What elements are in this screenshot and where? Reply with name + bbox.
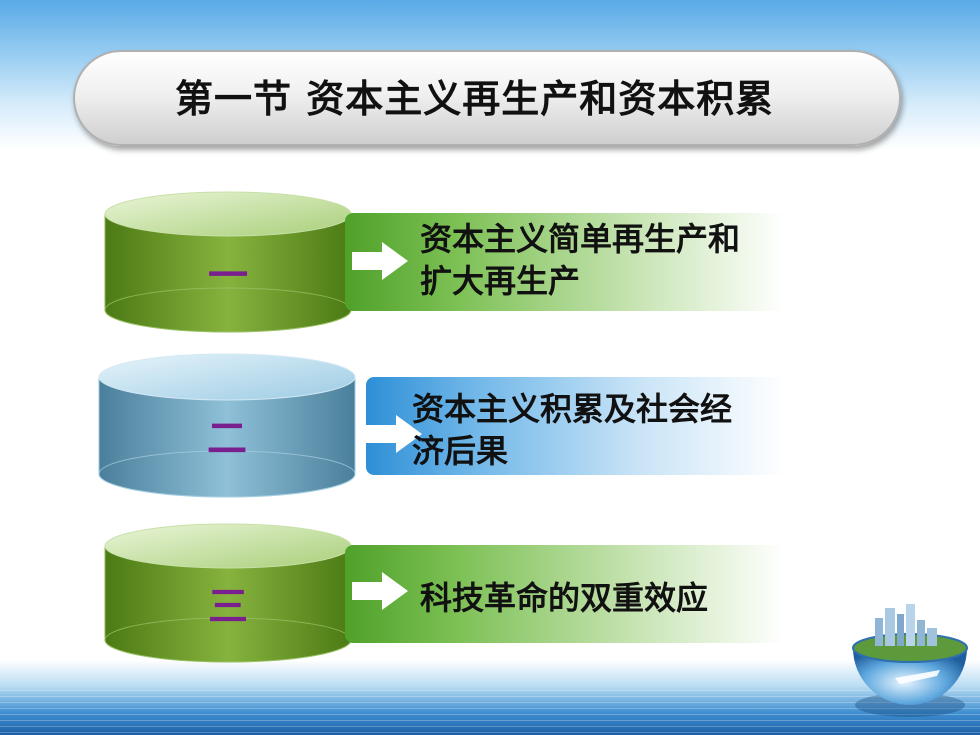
item-1-line2: 扩大再生产 (420, 262, 581, 300)
item-3-number: 三 (208, 584, 248, 630)
item-2-line1: 资本主义积累及社会经 (412, 390, 733, 428)
item-1-bar (345, 213, 785, 311)
cylinder-3 (103, 522, 353, 666)
item-1-number: 一 (208, 253, 248, 299)
item-3-line1: 科技革命的双重效应 (420, 579, 709, 617)
item-1-line1: 资本主义简单再生产和 (420, 220, 741, 258)
arrow-right-icon (364, 413, 424, 459)
arrow-right-icon (350, 240, 410, 286)
item-3-bar (345, 545, 785, 643)
title-banner: 第一节 资本主义再生产和资本积累 (73, 50, 901, 146)
bottom-background-band (0, 660, 980, 735)
slide-title: 第一节 资本主义再生产和资本积累 (175, 77, 775, 121)
bottom-stripes (0, 690, 980, 735)
arrow-right-icon (350, 570, 410, 616)
item-1-text: 资本主义简单再生产和 扩大再生产 (420, 218, 740, 302)
item-2-number: 二 (207, 416, 247, 462)
cylinder-2 (97, 352, 357, 500)
item-2-line2: 济后果 (412, 432, 509, 470)
globe-city-icon (845, 600, 975, 729)
item-3-text: 科技革命的双重效应 (420, 577, 708, 619)
item-2-text: 资本主义积累及社会经 济后果 (412, 388, 732, 472)
cylinder-1 (103, 190, 353, 336)
item-2-bar (366, 377, 786, 475)
